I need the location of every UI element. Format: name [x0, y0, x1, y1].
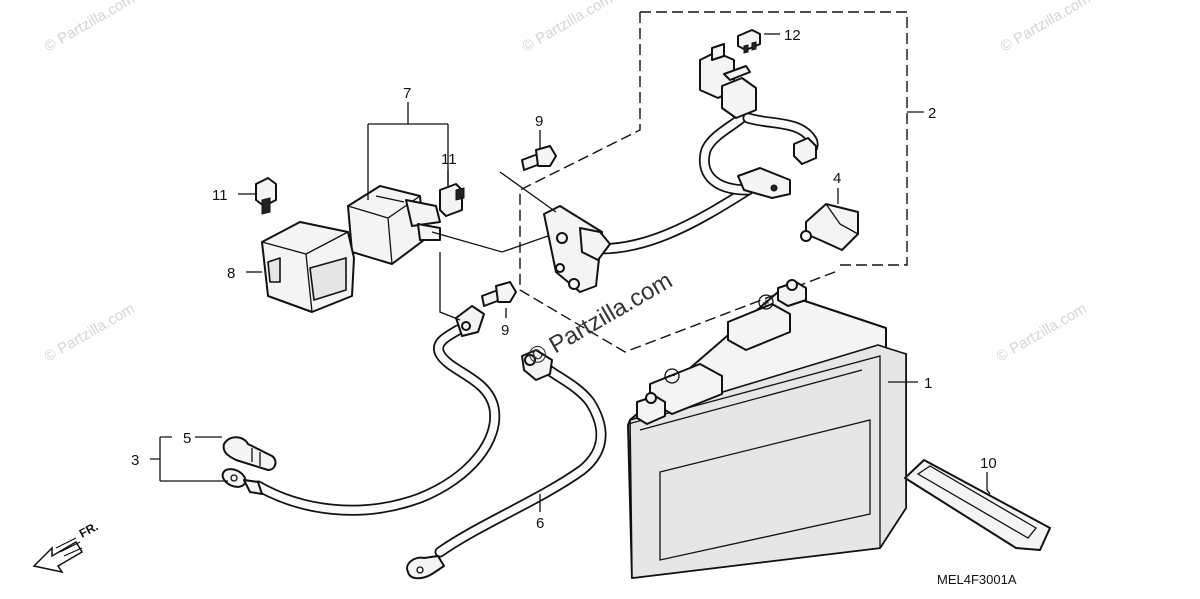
sub-harness: [543, 43, 819, 293]
battery: + −: [627, 279, 907, 579]
battery-band: [904, 459, 1051, 551]
diagram-code: MEL4F3001A: [937, 572, 1017, 587]
watermarks: © Partzilla.com © Partzilla.com © Partzi…: [42, 0, 1094, 365]
callout-2: 2: [928, 105, 936, 122]
watermark: © Partzilla.com: [998, 0, 1094, 55]
callout-7: 7: [403, 85, 411, 102]
front-direction-arrow: FR.: [32, 519, 101, 574]
callout-6: 6: [536, 515, 544, 532]
bolt-upper: [521, 145, 557, 171]
battery-positive-mark: +: [762, 295, 770, 310]
callout-11-right: 11: [441, 151, 457, 168]
leader-lines: [150, 33, 991, 512]
assembly-outline: [519, 11, 924, 353]
watermark: © Partzilla.com: [994, 300, 1090, 365]
callout-4: 4: [833, 170, 841, 187]
watermark: © Partzilla.com: [520, 0, 616, 55]
fuse: [737, 29, 761, 54]
bolt-lower: [481, 281, 517, 307]
relay-cover: [261, 221, 355, 313]
battery-negative-mark: −: [668, 368, 676, 383]
front-label: FR.: [77, 519, 101, 540]
callout-8: 8: [227, 265, 235, 282]
callouts: 1 2 3 4 5 6 7 8 9 9 10 11 11 12: [131, 27, 997, 532]
arrow-left-icon: [32, 540, 84, 574]
callout-5: 5: [183, 430, 191, 447]
terminal-cover: [800, 203, 859, 251]
watermark: © Partzilla.com: [42, 300, 138, 365]
battery-positive-cable: [221, 305, 501, 516]
callout-3: 3: [131, 452, 139, 469]
starter-relay: [347, 185, 441, 265]
callout-12: 12: [784, 27, 801, 44]
callout-9-lower: 9: [501, 322, 509, 339]
callout-10: 10: [980, 455, 997, 472]
watermark: © Partzilla.com: [42, 0, 138, 55]
battery-negative-cable: [406, 349, 607, 580]
callout-11-left: 11: [212, 187, 228, 204]
callout-1: 1: [924, 375, 932, 392]
relay-connector-left: [255, 177, 277, 215]
watermark-center: © Partzilla.com: [524, 267, 678, 371]
callout-9-upper: 9: [535, 113, 543, 130]
relay-connector-right: [439, 183, 465, 217]
